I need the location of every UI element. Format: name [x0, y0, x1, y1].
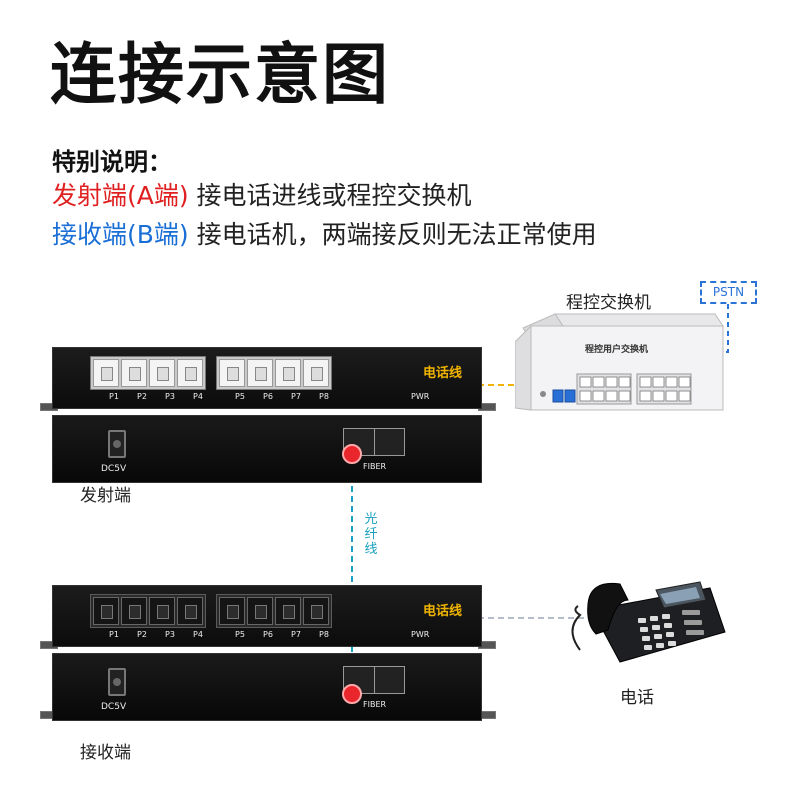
transmitter-name: 发射端: [80, 486, 131, 506]
pbx-icon: [514, 313, 724, 411]
pwr-label: PWR: [411, 630, 430, 639]
rj11-port[interactable]: [121, 359, 147, 387]
port-label: P7: [291, 630, 301, 639]
fiber-label: FIBER: [363, 462, 387, 471]
port-label: P1: [109, 392, 119, 401]
rj11-port[interactable]: [275, 359, 301, 387]
page-title: 连接示意图: [50, 36, 390, 113]
port-group-1: [90, 356, 206, 390]
note-transmitter-text: 接电话进线或程控交换机: [188, 181, 472, 210]
transmitter-unit: P1 P2 P3 P4 P5 P6 P7 P8 PWR 电话线 DC5V FIB…: [40, 345, 496, 485]
port-label: P2: [137, 630, 147, 639]
port-label: P2: [137, 392, 147, 401]
note-transmitter-label: 发射端(A端): [52, 181, 189, 210]
receiver-port-panel: P1 P2 P3 P4 P5 P6 P7 P8 PWR 电话线: [52, 585, 482, 647]
note-line-receiver: 接收端(B端) 接电话机，两端接反则无法正常使用: [52, 222, 597, 247]
dc-label: DC5V: [101, 464, 127, 474]
dc-power-jack[interactable]: [108, 430, 126, 458]
rj11-port[interactable]: [149, 597, 175, 625]
rj11-port[interactable]: [247, 359, 273, 387]
fiber-connector-icon: [342, 444, 362, 464]
port-label: P8: [319, 630, 329, 639]
port-label: P6: [263, 630, 273, 639]
fiber-connector-icon: [342, 684, 362, 704]
rj11-port[interactable]: [93, 359, 119, 387]
phone-line-label: 电话线: [423, 366, 463, 381]
fiber-port[interactable]: [343, 666, 405, 694]
port-label: P7: [291, 392, 301, 401]
telephone-label: 电话: [620, 688, 654, 708]
port-label: P1: [109, 630, 119, 639]
rj11-port[interactable]: [219, 359, 245, 387]
port-group-2: [216, 356, 332, 390]
rj11-port[interactable]: [303, 597, 329, 625]
rj11-port[interactable]: [247, 597, 273, 625]
note-heading: 特别说明：: [52, 148, 172, 176]
port-group-2: [216, 594, 332, 628]
telephone-icon: [571, 581, 726, 663]
port-label: P5: [235, 392, 245, 401]
rj11-port[interactable]: [219, 597, 245, 625]
rj11-port[interactable]: [275, 597, 301, 625]
port-label: P4: [193, 630, 203, 639]
receiver-unit: P1 P2 P3 P4 P5 P6 P7 P8 PWR 电话线 DC5V FIB…: [40, 583, 496, 723]
fiber-cable-label: 光纤线: [364, 512, 378, 557]
transmitter-port-panel: P1 P2 P3 P4 P5 P6 P7 P8 PWR 电话线: [52, 347, 482, 409]
pbx-switchboard: 程控用户交换机: [514, 312, 725, 412]
port-label: P8: [319, 392, 329, 401]
receiver-name: 接收端: [80, 743, 131, 763]
pbx-label: 程控交换机: [566, 293, 651, 313]
pstn-box: PSTN: [700, 281, 757, 304]
dc-label: DC5V: [101, 702, 127, 712]
rj11-port[interactable]: [177, 597, 203, 625]
note-line-transmitter: 发射端(A端) 接电话进线或程控交换机: [52, 183, 472, 208]
port-label: P6: [263, 392, 273, 401]
port-group-1: [90, 594, 206, 628]
rj11-port[interactable]: [121, 597, 147, 625]
rj11-port[interactable]: [177, 359, 203, 387]
note-receiver-label: 接收端(B端): [52, 220, 189, 249]
pwr-label: PWR: [411, 392, 430, 401]
port-label: P4: [193, 392, 203, 401]
pbx-inner-label: 程控用户交换机: [585, 345, 649, 355]
port-label: P3: [165, 630, 175, 639]
transmitter-fiber-panel: DC5V FIBER: [52, 415, 482, 483]
rj11-port[interactable]: [149, 359, 175, 387]
receiver-fiber-panel: DC5V FIBER: [52, 653, 482, 721]
rj11-port[interactable]: [93, 597, 119, 625]
port-label: P3: [165, 392, 175, 401]
dc-power-jack[interactable]: [108, 668, 126, 696]
fiber-label: FIBER: [363, 700, 387, 709]
phone-line-label: 电话线: [423, 604, 463, 619]
port-label: P5: [235, 630, 245, 639]
rj11-port[interactable]: [303, 359, 329, 387]
note-receiver-text: 接电话机，两端接反则无法正常使用: [188, 220, 597, 249]
